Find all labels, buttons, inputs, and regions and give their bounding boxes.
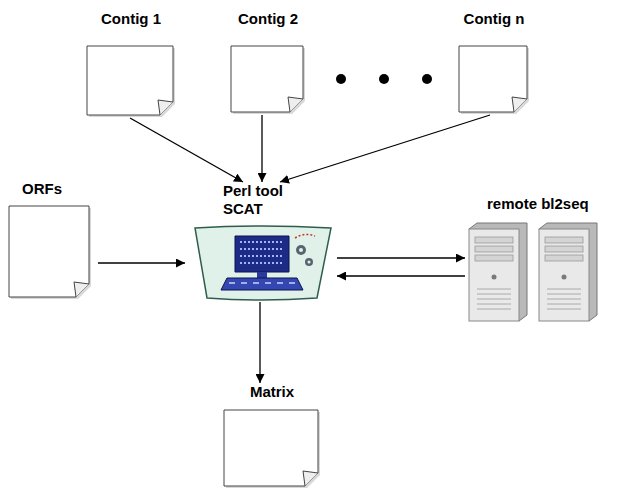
arrow-connector xyxy=(337,257,465,258)
document-node: Contig 2 xyxy=(226,10,310,115)
arrow-connector xyxy=(98,262,185,263)
doc-shape xyxy=(86,45,176,118)
document-node: Contig 1 xyxy=(85,10,177,118)
arrow-connector xyxy=(337,275,465,276)
node-label: Contig 1 xyxy=(85,10,177,28)
node-label: Perl tool SCAT xyxy=(185,182,313,218)
node-label: remote bl2seq xyxy=(465,195,615,213)
ellipsis-dot xyxy=(379,74,389,84)
node-label: Contig 2 xyxy=(226,10,310,28)
scat-shape xyxy=(185,224,335,302)
arrow-connector xyxy=(130,118,243,182)
node-label: ORFs xyxy=(8,180,98,198)
arrow-connector xyxy=(261,115,262,182)
node-label: Contig n xyxy=(452,10,536,28)
tool-node: Perl tool SCAT xyxy=(185,182,337,302)
ellipsis-dot xyxy=(336,74,346,84)
doc-shape xyxy=(230,45,306,115)
server-node: remote bl2seq xyxy=(465,195,615,325)
servers-shape xyxy=(465,219,611,325)
document-node: Matrix xyxy=(220,383,324,489)
doc-shape xyxy=(458,45,530,115)
doc-shape xyxy=(8,205,92,300)
doc-shape xyxy=(223,409,321,489)
arrow-connector xyxy=(259,302,260,383)
node-label: Matrix xyxy=(220,383,324,401)
arrow-connector xyxy=(280,115,490,182)
document-node: ORFs xyxy=(8,180,98,300)
ellipsis-dot xyxy=(422,74,432,84)
document-node: Contig n xyxy=(452,10,536,115)
